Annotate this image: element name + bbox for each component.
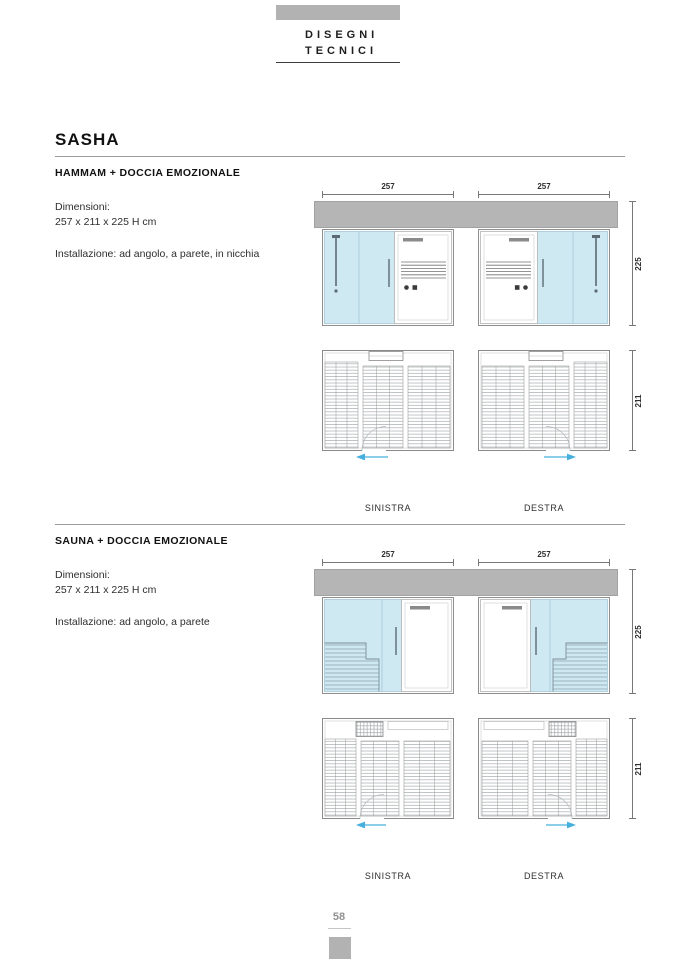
sauna-elevation-sinistra-drawing [322,597,454,694]
dim-width-value: 257 [537,550,551,559]
dim-width-value: 257 [381,550,395,559]
hammam-variant-label-destra: DESTRA [523,503,565,513]
hammam-dim-depth: 211 [628,350,643,451]
dim-line [629,718,636,819]
sauna-elevation-destra-drawing [478,597,610,694]
sauna-variant-label-sinistra: SINISTRA [364,871,412,881]
dim-line [629,201,636,326]
dim-line [629,569,636,694]
section-hammam-heading: HAMMAM + DOCCIA EMOZIONALE [55,167,241,179]
header-gray-bar [276,5,400,20]
dimensions-value: 257 x 211 x 225 H cm [55,584,157,596]
title-divider [55,156,625,157]
sauna-variant-label-destra: DESTRA [523,871,565,881]
header-eyebrow-line1: DISEGNI [305,29,379,41]
dim-line [478,191,610,198]
hammam-drawings: 257 257 225 211 SINISTRA DESTRA [310,182,655,523]
hammam-dim-width-right: 257 [478,182,610,198]
hammam-variant-label-sinistra: SINISTRA [364,503,412,513]
hammam-elevation-sinistra-drawing [322,229,454,326]
sauna-plan-sinistra-drawing [322,718,454,830]
sauna-dim-height: 225 [628,569,643,694]
header-eyebrow-line2: TECNICI [305,45,377,57]
dim-line [478,559,610,566]
sauna-dim-width-left: 257 [322,550,454,566]
dimensions-label: Dimensioni: [55,569,110,581]
page-title: SASHA [55,130,120,149]
hammam-plan-destra-drawing [478,350,610,462]
installation-note: Installazione: ad angolo, a parete [55,616,210,628]
installation-note: Installazione: ad angolo, a parete, in n… [55,248,260,260]
section-sauna-heading: SAUNA + DOCCIA EMOZIONALE [55,535,228,547]
page-number-rule [328,928,351,929]
dim-width-value: 257 [537,182,551,191]
page-number: 58 [332,911,346,923]
section-sauna-info: Dimensioni: 257 x 211 x 225 H cm Install… [55,568,295,630]
dim-line [322,191,454,198]
wall-band [314,569,618,596]
hammam-elevation-destra-drawing [478,229,610,326]
header-eyebrow: DISEGNI TECNICI [305,27,378,59]
dim-width-value: 257 [381,182,395,191]
hammam-dim-height: 225 [628,201,643,326]
sauna-plan-destra-drawing [478,718,610,830]
hammam-plan-sinistra-drawing [322,350,454,462]
footer-gray-block [329,937,351,959]
section-divider [55,524,625,525]
dim-depth-value: 211 [634,762,643,775]
section-hammam-info: Dimensioni: 257 x 211 x 225 H cm Install… [55,200,295,262]
sauna-dim-width-right: 257 [478,550,610,566]
hammam-dim-width-left: 257 [322,182,454,198]
dim-height-value: 225 [634,624,643,639]
dim-height-value: 225 [634,256,643,271]
header-rule [276,62,400,63]
dim-depth-value: 211 [634,394,643,407]
sauna-dim-depth: 211 [628,718,643,819]
dimensions-label: Dimensioni: [55,201,110,213]
sauna-drawings: 257 257 225 211 SINISTRA DESTRA [310,550,655,891]
dim-line [322,559,454,566]
wall-band [314,201,618,228]
dim-line [629,350,636,451]
dimensions-value: 257 x 211 x 225 H cm [55,216,157,228]
